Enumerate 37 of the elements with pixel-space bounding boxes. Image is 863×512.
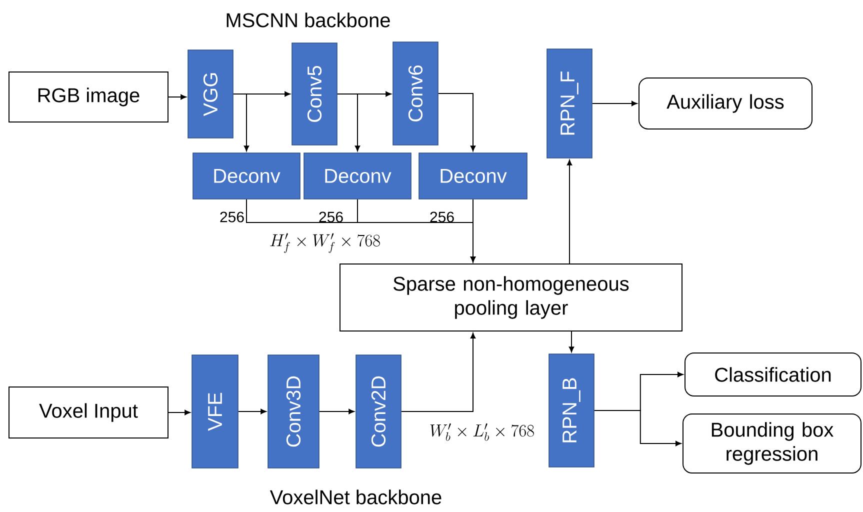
output-box: Bounding box regression [682,414,862,474]
tensor-size: $H_f' \times W_f' \times 768$ [270,233,380,253]
arrow [168,94,186,100]
layer-box: Conv6 [392,42,438,146]
arrow [336,94,360,152]
layer-box: Conv3D [268,354,320,468]
arrow [438,93,476,152]
arrow [568,331,574,352]
layer-box: Deconv [192,152,300,200]
arrow [594,410,682,446]
arrow [470,198,476,262]
arrow [318,408,354,414]
layer-box: Deconv [418,152,528,200]
arrow [400,332,476,412]
layer-box: RPN_F [546,48,592,158]
channel-count: 256 [319,212,343,222]
channel-count: 256 [430,212,454,222]
layer-box: Conv5 [292,42,338,146]
layer-box: VFE [192,354,238,468]
layer-box: Deconv [304,152,412,200]
arrow [232,94,250,152]
channel-count: 256 [220,212,244,222]
input-box: RGB image [8,72,168,122]
layer-box: Conv2D [356,354,402,468]
group-title: VoxelNet backbone [270,490,442,504]
arrow [168,410,190,416]
arrow [566,160,572,264]
layer-box: VGG [188,50,234,138]
output-box: Classification [684,352,862,396]
layer-box: RPN_B [548,354,594,468]
group-title: MSCNN backbone [226,12,390,28]
arrow [592,100,638,106]
arrow [238,408,266,414]
pooling-layer-box: Sparse non-homogeneous pooling layer [340,264,682,332]
output-box: Auxiliary loss [638,78,812,130]
input-box: Voxel Input [8,386,168,438]
tensor-size: $W_b' \times L_b' \times 768$ [430,423,534,441]
